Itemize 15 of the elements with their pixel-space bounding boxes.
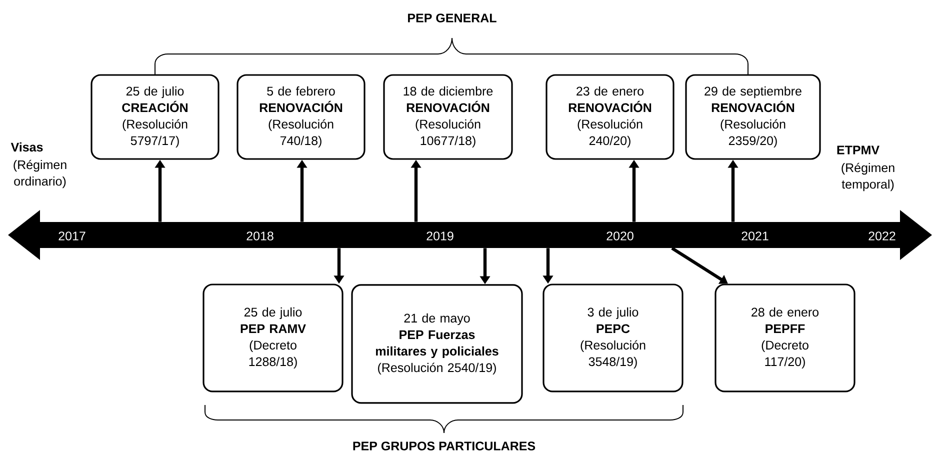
regime-label: (Régimen ordinario) [14,160,66,188]
group-label: PEP GRUPOS PARTICULARES [353,442,536,450]
event-box: 25 de julio CREACIÓN (Resolución 5797/17) [90,74,220,160]
regime-label: ETPMV [837,146,880,154]
event-box: 23 de enero RENOVACIÓN (Resolución 240/20) [546,74,674,160]
regime-label: Visas [10,142,43,152]
regime-label: (Régimen temporal) [842,162,894,192]
event-box: 3 de julio PEPC (Resolución 3548/19) [542,284,684,392]
event-box: 25 de julio PEP RAMV (Decreto 1288/18) [202,284,344,392]
group-label: PEP GENERAL [408,14,496,22]
event-box: 28 de enero PEPFF (Decreto 117/20) [714,284,856,392]
event-box: 29 de septiembre RENOVACIÓN (Resolución 2359/20) [685,74,821,160]
event-box: 21 de mayo PEP Fuerzas militares y policiales (Resolución 2540/19) [351,284,523,404]
event-box: 18 de diciembre RENOVACIÓN (Resolución 10677/18) [383,74,513,160]
event-box: 5 de febrero RENOVACIÓN (Resolución 740/18) [236,74,366,160]
